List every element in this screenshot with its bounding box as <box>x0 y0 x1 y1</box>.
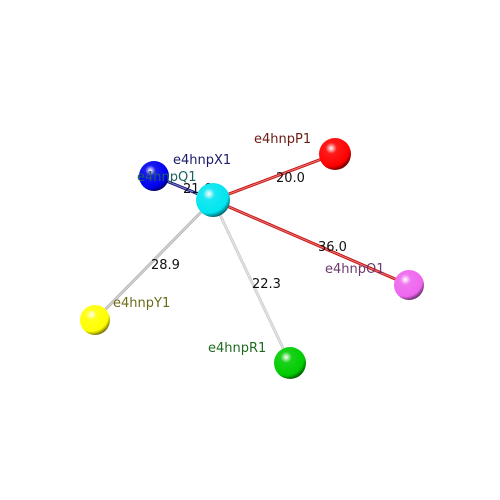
distance-label-r1: 22.3 <box>252 277 281 292</box>
bond-highlight-o1 <box>212 199 410 286</box>
atom-sphere-x1 <box>139 161 169 191</box>
atom-label-y1: e4hnpY1 <box>113 296 170 311</box>
center-sphere <box>196 183 230 217</box>
atom-sphere-y1 <box>80 305 110 335</box>
distance-label-y1: 28.9 <box>151 258 180 273</box>
atom-label-o1: e4hnpO1 <box>325 262 385 277</box>
atom-label-r1: e4hnpR1 <box>208 341 266 356</box>
bond-highlight-p1 <box>212 153 336 201</box>
bond-highlight-r1 <box>212 199 291 364</box>
distance-label-p1: 20.0 <box>276 171 305 186</box>
atom-sphere-r1 <box>274 347 306 379</box>
bond-highlight-y1 <box>94 199 214 321</box>
atom-sphere-p1 <box>319 138 351 170</box>
distance-label-o1: 36.0 <box>318 240 347 255</box>
atom-sphere-o1 <box>394 270 424 300</box>
atom-label-p1: e4hnpP1 <box>254 132 311 147</box>
spheres-layer <box>80 138 424 379</box>
distance-labels-layer: 20.021.636.028.922.3 <box>151 171 347 292</box>
atom-label-q1: e4hnpQ1 <box>137 170 197 185</box>
atom-labels-layer: e4hnpP1 e4hnpX1 e4hnpQ1 e4hnpO1 e4hnpY1 e4hnp… <box>113 132 385 356</box>
atom-label-x1: e4hnpX1 <box>173 153 231 168</box>
bonds-layer <box>93 152 411 365</box>
